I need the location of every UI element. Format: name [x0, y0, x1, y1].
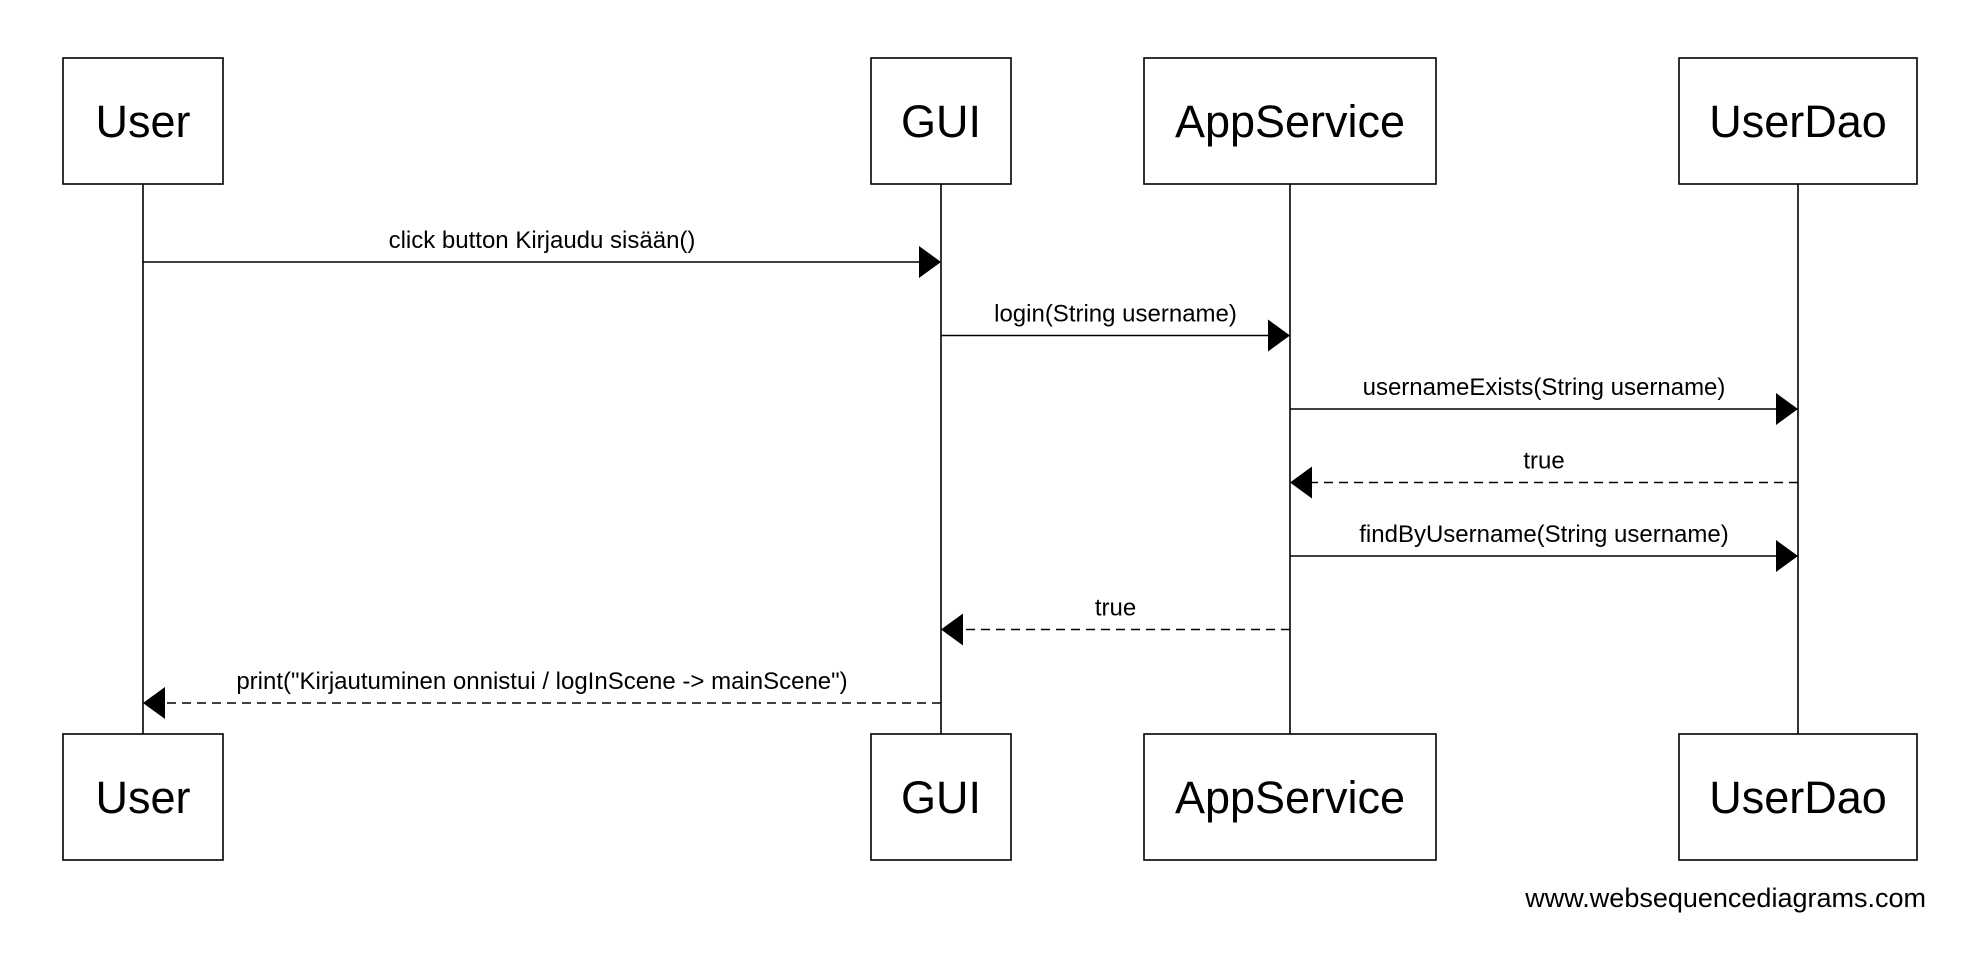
participant-user-bottom: User — [62, 733, 224, 861]
message-label: usernameExists(String username) — [1363, 374, 1726, 401]
participant-label: AppService — [1175, 772, 1405, 823]
arrowhead-icon — [919, 246, 941, 278]
participant-box — [1143, 733, 1437, 861]
message-6: true — [941, 595, 1290, 646]
participant-label: User — [95, 96, 190, 147]
message-label: true — [1523, 448, 1564, 475]
message-2: login(String username) — [941, 301, 1290, 352]
participant-label: AppService — [1175, 96, 1405, 147]
participant-label: User — [95, 772, 190, 823]
participant-userdao-top: UserDao — [1678, 57, 1918, 185]
participant-appservice-top: AppService — [1143, 57, 1437, 185]
participant-user-top: User — [62, 57, 224, 185]
messages: click button Kirjaudu sisään() login(Stri… — [143, 227, 1798, 719]
arrowhead-icon — [941, 613, 963, 646]
participant-userdao-bottom: UserDao — [1678, 733, 1918, 861]
participant-box — [1678, 733, 1918, 861]
participant-gui-bottom: GUI — [870, 733, 1012, 861]
message-label: print("Kirjautuminen onnistui / logInSce… — [236, 668, 847, 695]
message-5: findByUsername(String username) — [1290, 521, 1798, 572]
message-label: click button Kirjaudu sisään() — [389, 227, 696, 254]
message-label: findByUsername(String username) — [1359, 521, 1728, 548]
participant-box — [1678, 57, 1918, 185]
arrowhead-icon — [1268, 319, 1290, 352]
participant-label: GUI — [901, 96, 981, 147]
participant-box — [1143, 57, 1437, 185]
arrowhead-icon — [143, 687, 165, 719]
message-label: login(String username) — [994, 301, 1237, 328]
arrowhead-icon — [1776, 393, 1798, 425]
lifelines — [142, 184, 1799, 734]
message-3: usernameExists(String username) — [1290, 374, 1798, 425]
participant-box — [62, 733, 224, 861]
arrowhead-icon — [1290, 466, 1312, 499]
message-label: true — [1095, 595, 1136, 622]
message-7: print("Kirjautuminen onnistui / logInSce… — [143, 668, 941, 719]
message-1: click button Kirjaudu sisään() — [143, 227, 941, 278]
participant-gui-top: GUI — [870, 57, 1012, 185]
arrowhead-icon — [1776, 540, 1798, 572]
participant-box — [870, 57, 1012, 185]
participant-appservice-bottom: AppService — [1143, 733, 1437, 861]
message-4: true — [1290, 448, 1798, 499]
participants: UserUserGUIGUIAppServiceAppServiceUserDa… — [62, 57, 1918, 861]
participant-box — [870, 733, 1012, 861]
participant-box — [62, 57, 224, 185]
participant-label: GUI — [901, 772, 981, 823]
participant-label: UserDao — [1709, 96, 1887, 147]
watermark: www.websequencediagrams.com — [1524, 883, 1926, 913]
participant-label: UserDao — [1709, 772, 1887, 823]
